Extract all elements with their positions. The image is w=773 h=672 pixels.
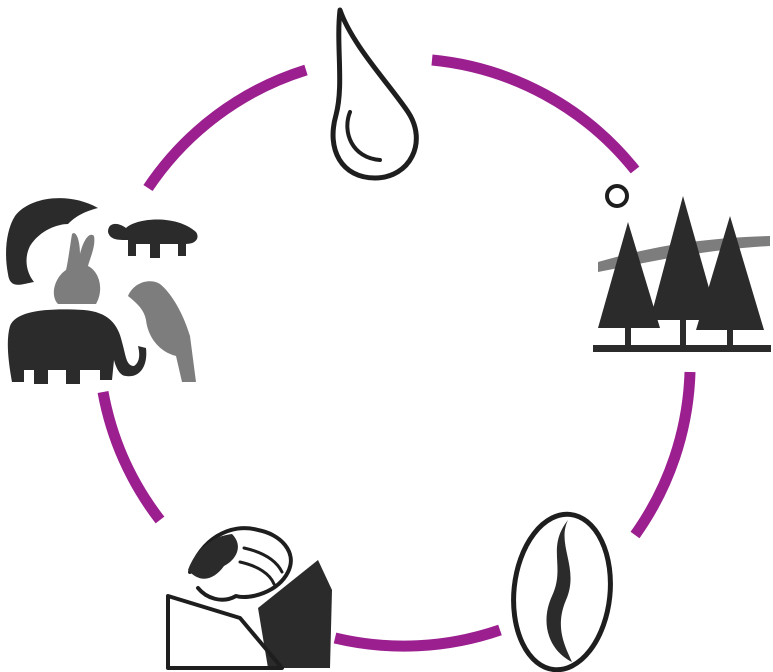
coffee-bean-icon	[506, 509, 618, 672]
ring-segment-animals-to-drop	[148, 70, 306, 188]
forest-icon	[593, 186, 771, 352]
ring-segment-bean-to-hands	[335, 630, 500, 646]
animals-icon	[6, 198, 197, 384]
ring-segment-forest-to-bean	[635, 372, 690, 535]
water-drop-icon	[333, 10, 416, 178]
handshake-icon	[168, 528, 332, 668]
ring-segment-drop-to-forest	[432, 60, 635, 170]
ring-segment-hands-to-animals	[103, 392, 160, 520]
